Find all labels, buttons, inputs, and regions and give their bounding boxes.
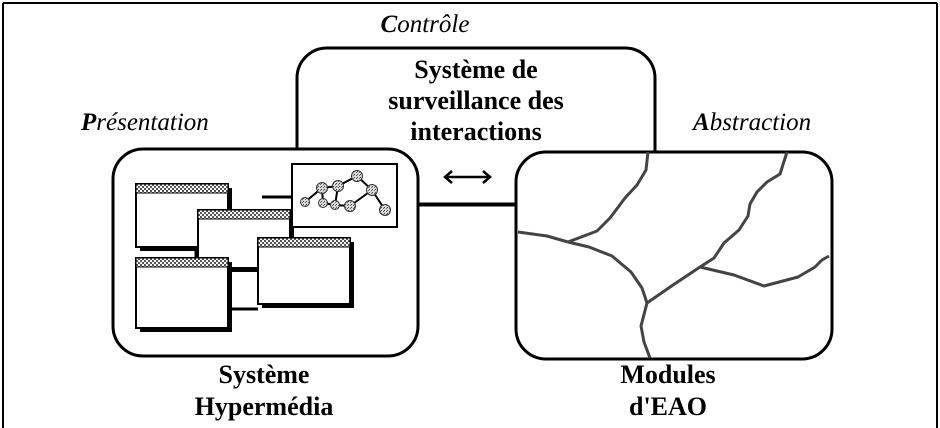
abstraction-cells — [517, 151, 830, 359]
window-icon-3 — [257, 237, 354, 308]
left-caption-line-2: Hypermédia — [195, 392, 334, 421]
presentation-initial: P — [80, 109, 97, 136]
abstraction-initial: A — [691, 109, 710, 136]
right-caption-line-2: d'EAO — [629, 392, 707, 421]
control-box-line-2: surveillance des — [388, 86, 564, 115]
controle-initial: C — [381, 11, 398, 38]
window-icon-1 — [135, 183, 232, 251]
window-icon-4 — [135, 257, 232, 332]
double-arrow-icon — [443, 170, 492, 184]
hypermedia-windows — [135, 183, 354, 332]
controle-rest: ontrôle — [397, 11, 469, 38]
abstraction-rest: bstraction — [710, 109, 811, 136]
presentation-label: Présentation — [80, 109, 209, 136]
control-box-line-3: interactions — [410, 117, 541, 146]
left-caption-line-1: Système — [219, 360, 310, 389]
right-caption-line-1: Modules — [620, 360, 715, 389]
controle-label: Contrôle — [381, 11, 470, 38]
control-box-line-1: Système de — [414, 55, 537, 84]
presentation-rest: résentation — [96, 109, 209, 136]
abstraction-box — [514, 150, 834, 361]
abstraction-label: Abstraction — [691, 109, 811, 136]
graph-window — [291, 163, 398, 228]
